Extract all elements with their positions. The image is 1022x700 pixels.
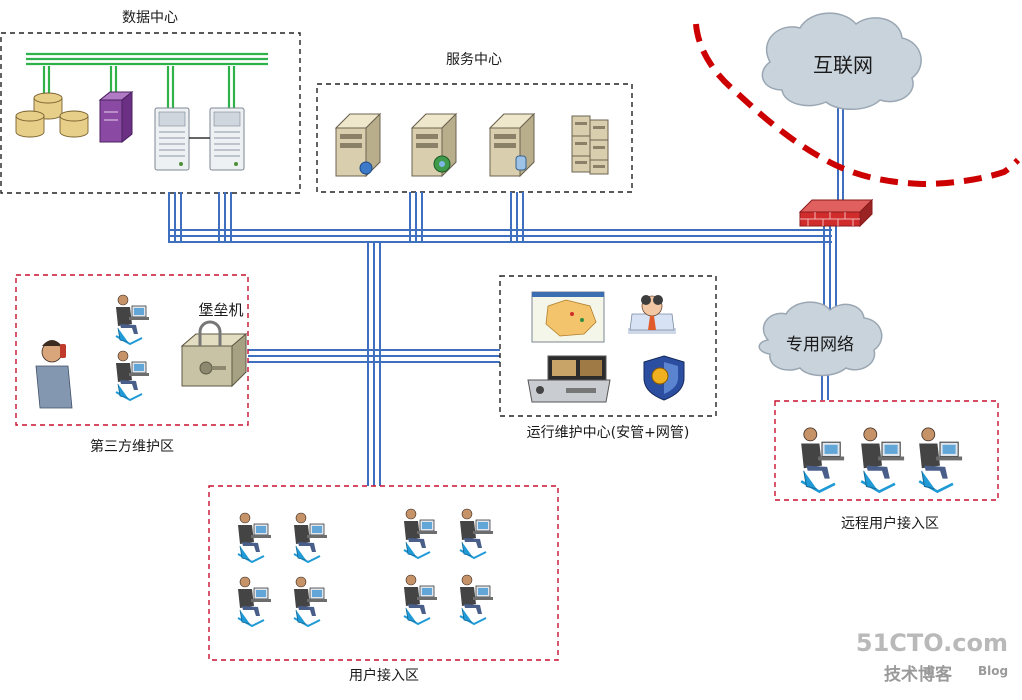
bastion-label: 堡垒机 [198,301,243,319]
app-server-icon [411,113,457,177]
user-workstation-icon [459,508,494,559]
remote-access-label: 远程用户接入区 [841,515,939,532]
remote-workstation-icon [799,426,846,493]
remote-workstation-icon [859,426,906,493]
data-center-label: 数据中心 [122,10,178,26]
remote-access-zone: 远程用户接入区 [774,400,999,532]
security-shield-icon [643,355,685,401]
private-network-label: 专用网络 [786,335,854,355]
watermark-blog: Blog [978,664,1008,678]
third-party-zone: 第三方维护区 堡垒机 [15,274,249,455]
user-workstation-icon [293,576,328,627]
private-network-cloud: 专用网络 [758,301,883,377]
user-workstation-icon [459,574,494,625]
server-tower-icon [209,107,245,171]
storage-array-icon [98,90,134,144]
green-bus [26,52,268,108]
service-center-label: 服务中心 [446,52,502,68]
map-monitor-icon [531,291,605,343]
watermark: 51CTO.com 技术博客 Blog [856,629,1008,685]
watermark-site: 51CTO.com [856,629,1008,657]
user-workstation-icon [403,574,438,625]
watermark-subtitle: 技术博客 [884,664,953,685]
web-server-icon [335,113,381,177]
bastion-host-icon [180,320,248,388]
user-workstation-icon [237,512,272,563]
firewall-icon [798,198,874,228]
ops-center-zone: 运行维护中心(安管+网管) [499,275,717,441]
user-workstation-icon [293,512,328,563]
workstation-icon [115,294,150,345]
remote-workstation-icon [917,426,964,493]
database-icon [15,92,89,138]
support-person-icon [35,340,73,409]
ops-center-label: 运行维护中心(安管+网管) [527,425,690,441]
user-workstation-icon [403,508,438,559]
internet-cloud: 互联网 [761,12,922,110]
control-console-icon [527,355,611,403]
workstation-icon [115,350,150,401]
security-boundary-line [693,23,1021,188]
user-workstation-icon [237,576,272,627]
third-party-label: 第三方维护区 [90,438,174,455]
monitoring-analyst-icon [628,295,676,334]
user-access-zone: 用户接入区 [208,485,559,684]
server-tower-icon [154,107,190,171]
service-center-zone: 服务中心 [316,52,633,193]
user-access-label: 用户接入区 [349,667,419,684]
internet-label: 互联网 [813,53,873,77]
backbone-network [168,96,844,486]
data-center-zone: 数据中心 [0,10,301,194]
db-server-icon [489,113,535,177]
server-cluster-icon [571,115,609,175]
